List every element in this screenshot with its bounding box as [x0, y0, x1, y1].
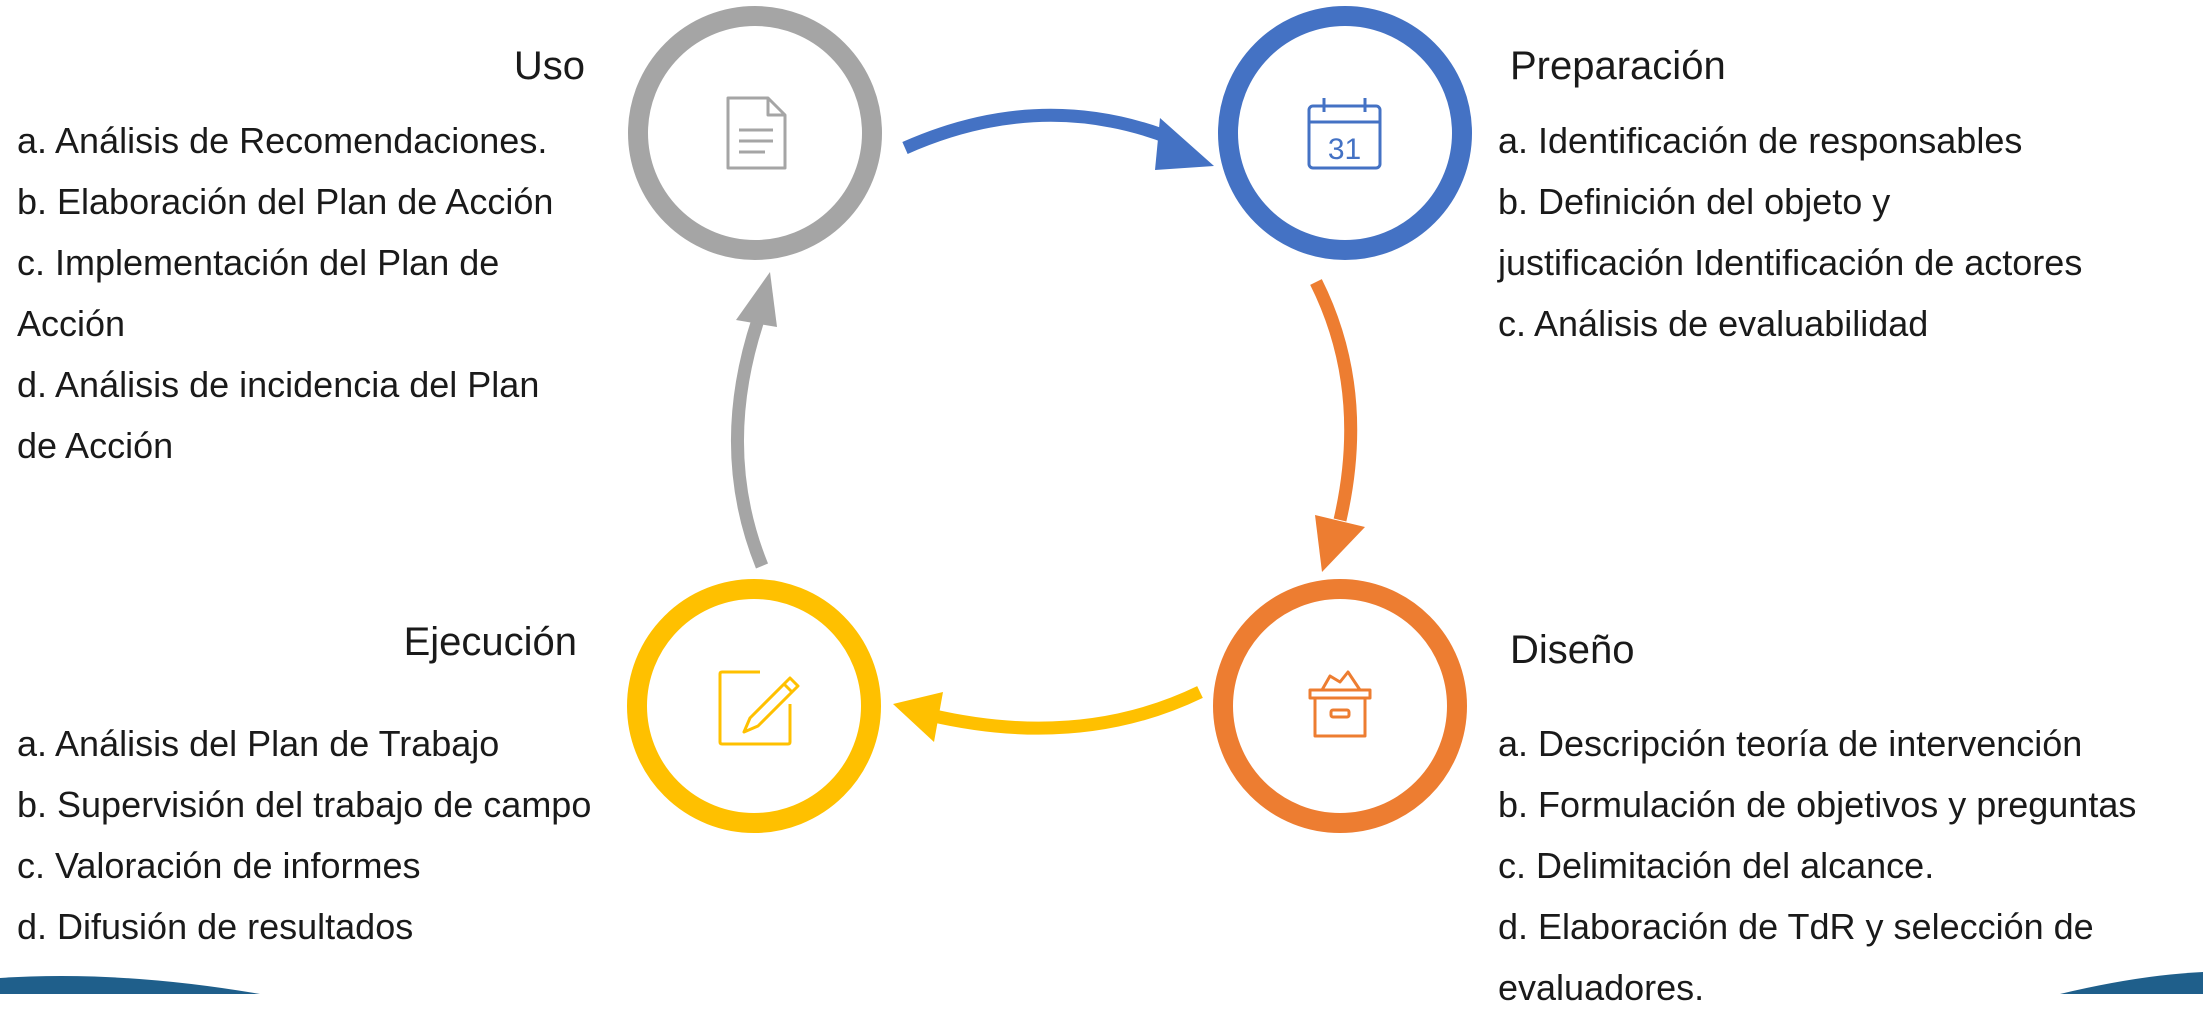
list-item: a. Análisis del Plan de Trabajo — [17, 723, 500, 764]
list-item: c. Implementación del Plan de — [17, 242, 500, 283]
list-item: b. Supervisión del trabajo de campo — [17, 784, 592, 825]
list-item: b. Formulación de objetivos y preguntas — [1498, 784, 2137, 825]
document-icon — [726, 96, 787, 170]
list-item: d. Análisis de incidencia del Plan — [17, 364, 540, 405]
preparacion-list: a. Identificación de responsables b. Def… — [1498, 110, 2198, 354]
cycle-diagram: 31 — [0, 6, 2203, 994]
list-item: b. Elaboración del Plan de Acción — [17, 181, 554, 222]
diseno-circle — [1213, 579, 1467, 833]
ejecucion-circle — [627, 579, 881, 833]
uso-list: a. Análisis de Recomendaciones. b. Elabo… — [17, 110, 637, 476]
arrow-diseno-to-ejecucion — [893, 686, 1203, 742]
diseno-title: Diseño — [1510, 628, 1635, 672]
ejecucion-title: Ejecución — [403, 620, 577, 664]
ejecucion-list: a. Análisis del Plan de Trabajo b. Super… — [17, 713, 657, 957]
calendar-icon: 31 — [1307, 98, 1382, 170]
list-item: c. Análisis de evaluabilidad — [1498, 303, 1929, 344]
arrow-uso-to-preparacion — [902, 108, 1214, 170]
list-item: b. Definición del objeto y — [1498, 181, 1891, 222]
list-item: a. Identificación de responsables — [1498, 120, 2023, 161]
arrow-ejecucion-to-uso — [730, 272, 777, 569]
list-item: a. Descripción teoría de intervención — [1498, 723, 2083, 764]
list-item: c. Valoración de informes — [17, 845, 421, 886]
preparacion-title: Preparación — [1510, 44, 1726, 88]
archive-box-icon — [1308, 670, 1372, 738]
uso-title: Uso — [513, 44, 585, 88]
list-item: de Acción — [17, 425, 174, 466]
footer-stripe-left — [0, 976, 260, 994]
footer-stripe-right — [2060, 972, 2203, 994]
list-item: d. Elaboración de TdR y selección de — [1498, 906, 2094, 947]
list-item: c. Delimitación del alcance. — [1498, 845, 1935, 886]
list-item: a. Análisis de Recomendaciones. — [17, 120, 548, 161]
edit-pencil-icon — [718, 670, 800, 746]
list-item: evaluadores. — [1498, 967, 1705, 1008]
diseno-list: a. Descripción teoría de intervención b.… — [1498, 713, 2198, 1018]
arrow-preparacion-to-diseno — [1310, 279, 1365, 572]
list-item: justificación Identificación de actores — [1498, 242, 2083, 283]
preparacion-circle — [1218, 6, 1472, 260]
uso-circle — [628, 6, 882, 260]
list-item: Acción — [17, 303, 126, 344]
calendar-day: 31 — [1328, 133, 1361, 166]
list-item: d. Difusión de resultados — [17, 906, 414, 947]
